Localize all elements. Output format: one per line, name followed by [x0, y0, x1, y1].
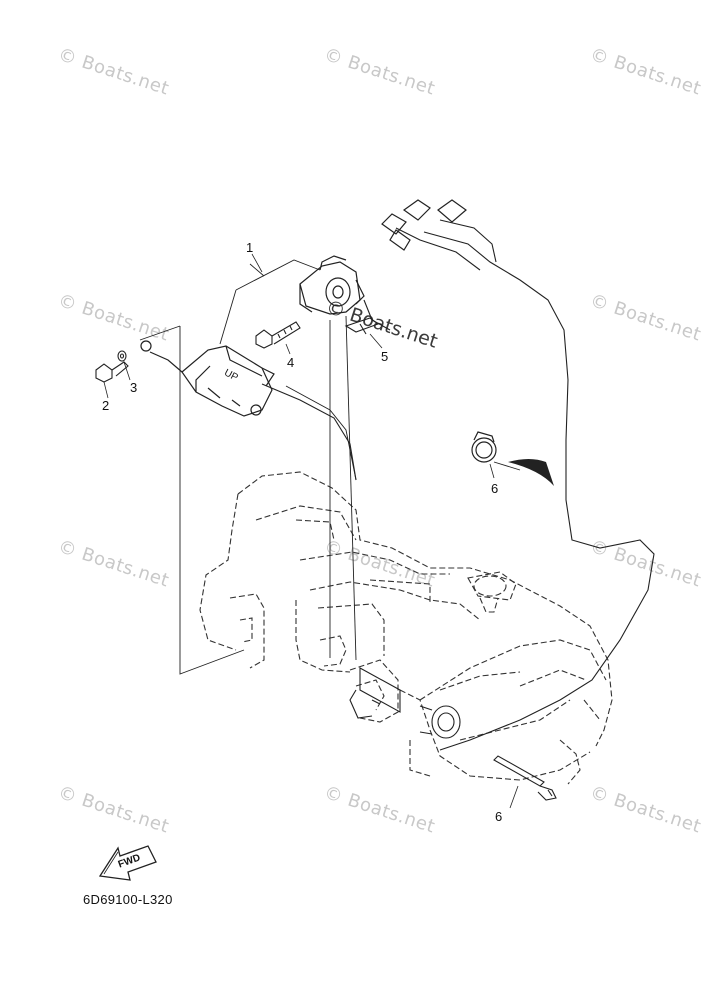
pivot-shaft — [349, 667, 461, 739]
leader-lines — [139, 259, 521, 675]
bolt-part2 — [95, 361, 129, 383]
hose-clamp-part6 — [471, 431, 497, 463]
direction-arrow — [508, 459, 554, 486]
callout-6-clamp: 6 — [491, 481, 499, 496]
clip-part5 — [344, 317, 380, 335]
callout-1: 1 — [246, 240, 254, 255]
trim-sensor — [299, 255, 365, 315]
cable-tie-part6 — [493, 755, 557, 801]
wire-connectors — [381, 199, 467, 251]
washer-part3 — [117, 350, 127, 362]
callout-5: 5 — [381, 349, 389, 364]
callout-leaders — [103, 253, 519, 809]
diagram-code: 6D69100-L320 — [83, 892, 173, 907]
callout-3: 3 — [130, 380, 138, 395]
fwd-arrow-icon — [98, 845, 157, 881]
callout-4: 4 — [287, 355, 295, 370]
screw-part4 — [255, 321, 301, 349]
callout-6-tie: 6 — [495, 809, 503, 824]
engine-mount-outline — [199, 471, 613, 785]
callout-2: 2 — [102, 398, 110, 413]
wire-harness — [261, 219, 655, 751]
sensor-bracket — [140, 340, 275, 417]
